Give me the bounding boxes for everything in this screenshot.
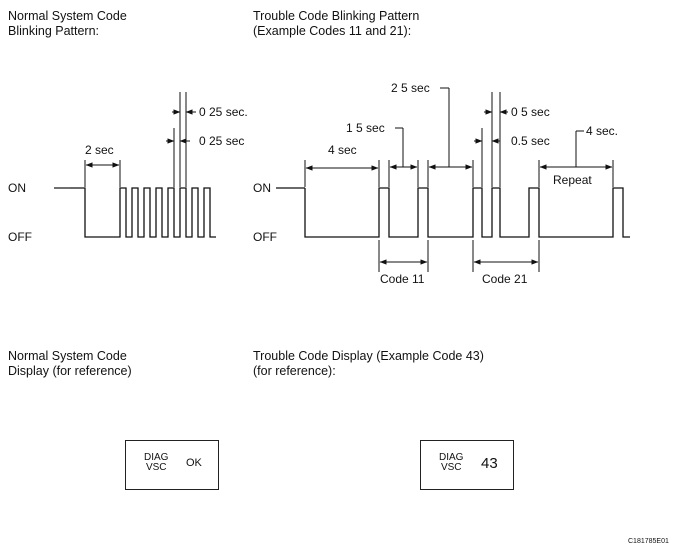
normal-pulse-off-label: 0 25 sec [199,134,244,148]
trouble-blink-heading: Trouble Code Blinking Pattern (Example C… [253,9,419,39]
figure-id: C181785E01 [628,538,669,545]
trouble-pulse-off-label: 0.5 sec [511,134,550,148]
normal-on-label: ON [8,181,26,195]
trouble-blink-heading-line2: (Example Codes 11 and 21): [253,24,412,38]
trouble-waveform [304,187,630,238]
trouble-diag-label: DIAG [439,452,464,463]
normal-diag-label: DIAG [144,452,169,463]
trouble-display-value: 43 [481,455,498,472]
normal-blink-heading-line1: Normal System Code [8,9,127,23]
normal-code-display: DIAG VSC OK [125,440,219,490]
code-b-label: Code 21 [482,272,528,286]
trouble-start-time-label: 4 sec [328,143,357,157]
trouble-vsc-label: VSC [440,462,462,473]
normal-blink-heading-line2: Blinking Pattern: [8,24,100,38]
normal-display-value: OK [186,457,202,469]
trouble-display-heading: Trouble Code Display (Example Code 43) (… [253,349,484,379]
trouble-diag-vsc-indicator: DIAG VSC [439,453,463,473]
trouble-pulse-on-label: 0 5 sec [511,105,550,119]
normal-display-heading: Normal System Code Display (for referenc… [8,349,132,379]
trouble-display-heading-line2: (for reference): [253,364,336,378]
normal-waveform [70,187,216,238]
normal-diag-vsc-indicator: DIAG VSC [144,453,168,473]
trouble-repeat-label: Repeat [553,173,592,187]
trouble-off-label: OFF [253,230,277,244]
normal-pulse-on-label: 0 25 sec. [199,105,248,119]
normal-off-time-label: 2 sec [85,143,114,157]
normal-vsc-label: VSC [145,462,167,473]
normal-off-label: OFF [8,230,32,244]
trouble-repeat-gap-label: 4 sec. [586,124,618,138]
trouble-display-heading-line1: Trouble Code Display (Example Code 43) [253,349,484,363]
code-a-label: Code 11 [380,272,425,286]
trouble-digit-gap-label: 1 5 sec [346,121,385,135]
blink-pattern-diagram: ON OFF 2 sec 0 25 sec. 0 25 sec ON OFF 4… [8,81,630,286]
trouble-blink-heading-line1: Trouble Code Blinking Pattern [253,9,420,23]
normal-display-heading-line1: Normal System Code [8,349,127,363]
trouble-code-gap-label: 2 5 sec [391,81,430,95]
normal-blink-heading: Normal System Code Blinking Pattern: [8,9,127,39]
trouble-code-display: DIAG VSC 43 [420,440,514,490]
trouble-on-label: ON [253,181,271,195]
normal-display-heading-line2: Display (for reference) [8,364,132,378]
